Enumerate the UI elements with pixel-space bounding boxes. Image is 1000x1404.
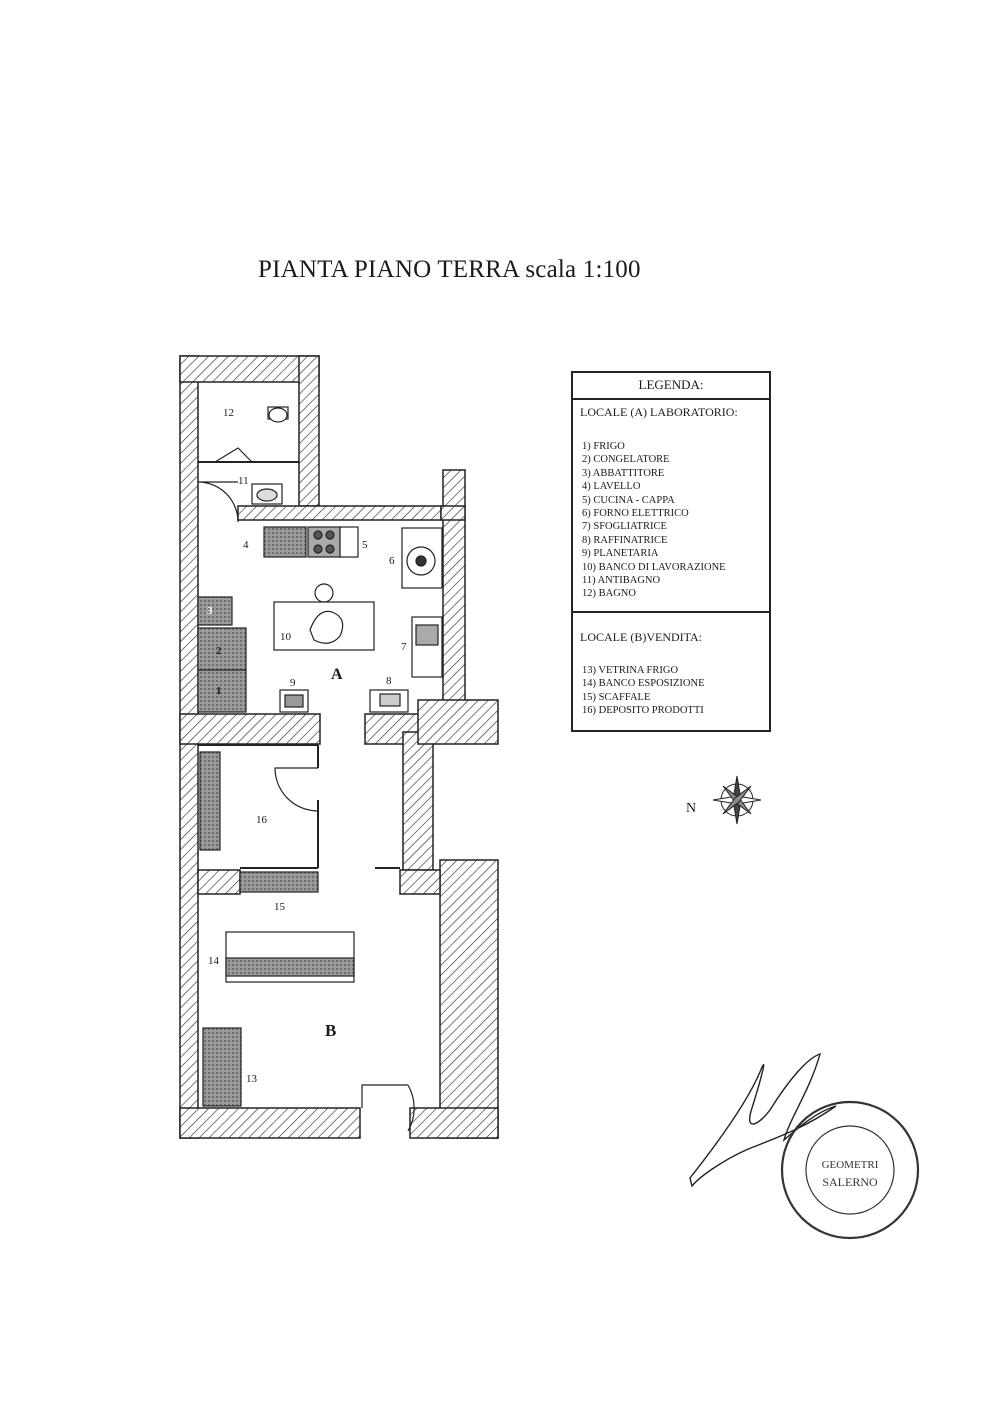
legend-item: 10) BANCO DI LAVORAZIONE xyxy=(582,561,726,573)
label-11: 11 xyxy=(238,475,249,487)
legend-item: 15) SCAFFALE xyxy=(582,691,651,703)
freezer-fixture xyxy=(197,627,247,671)
fixtures xyxy=(197,406,443,1107)
legend-item: 1) FRIGO xyxy=(582,441,625,452)
legend-item: 8) RAFFINATRICE xyxy=(582,534,668,546)
shelving-fixture xyxy=(239,871,319,893)
room-label-a: A xyxy=(331,666,343,683)
blast-chiller-fixture xyxy=(197,596,233,626)
legend-item: 4) LAVELLO xyxy=(582,481,641,493)
legend-section-a: LOCALE (A) LABORATORIO: xyxy=(580,405,738,419)
label-5: 5 xyxy=(362,539,368,551)
wall-left-outer xyxy=(179,355,199,1139)
label-1: 1 xyxy=(216,685,222,697)
professional-seal-stamp: GEOMETRI SALERNO xyxy=(780,1100,920,1240)
doors xyxy=(197,447,415,1132)
room-label-b: B xyxy=(325,1021,336,1040)
legend-section-b: LOCALE (B)VENDITA: xyxy=(580,630,703,644)
operator-icon xyxy=(309,610,344,644)
label-15: 15 xyxy=(274,901,286,913)
page-title: PIANTA PIANO TERRA scala 1:100 xyxy=(258,256,641,283)
sink-fixture xyxy=(263,526,307,558)
washbasin-icon xyxy=(251,483,283,505)
label-9: 9 xyxy=(290,677,296,689)
label-3: 3 xyxy=(207,605,213,617)
door-antibagno xyxy=(197,481,239,523)
legend-item: 9) PLANETARIA xyxy=(582,548,659,560)
stove-fixture xyxy=(307,526,341,558)
fixture-labels: 12 11 4 5 6 10 7 3 2 1 9 8 16 15 14 13 A… xyxy=(207,407,407,1085)
legend-item: 16) DEPOSITO PRODOTTI xyxy=(582,705,704,717)
svg-text:SALERNO: SALERNO xyxy=(822,1175,878,1189)
signature xyxy=(689,1052,837,1188)
label-8: 8 xyxy=(386,675,392,687)
label-13: 13 xyxy=(246,1073,258,1085)
label-10: 10 xyxy=(280,631,292,643)
legend-heading: LEGENDA: xyxy=(638,377,704,392)
north-label: N xyxy=(686,801,697,816)
storage-shelf-fixture xyxy=(199,751,221,851)
legend-item: 14) BANCO ESPOSIZIONE xyxy=(582,678,705,690)
svg-text:GEOMETRI: GEOMETRI xyxy=(822,1159,879,1171)
label-7: 7 xyxy=(401,641,407,653)
door-bagno xyxy=(214,447,253,463)
legend-item: 6) FORNO ELETTRICO xyxy=(582,508,689,520)
legend-item: 12) BAGNO xyxy=(582,588,636,600)
legend-item: 3) ABBATTITORE xyxy=(582,467,665,479)
fridge-fixture xyxy=(197,669,247,713)
legend-item: 11) ANTIBAGNO xyxy=(582,575,661,587)
label-4: 4 xyxy=(243,539,249,551)
door-deposito xyxy=(274,767,319,812)
label-12: 12 xyxy=(223,407,234,419)
label-2: 2 xyxy=(216,645,222,657)
legend-items-a: 1) FRIGO 2) CONGELATORE 3) ABBATTITORE 4… xyxy=(582,440,726,601)
legend-item: 13) VETRINA FRIGO xyxy=(582,665,679,676)
legend-item: 5) CUCINA - CAPPA xyxy=(582,494,675,506)
toilet-icon xyxy=(267,406,289,423)
legend-box: LEGENDA: LOCALE (A) LABORATORIO: 1) FRIG… xyxy=(571,371,771,732)
label-6: 6 xyxy=(389,555,395,567)
label-16: 16 xyxy=(256,814,268,826)
legend-items-b: 13) VETRINA FRIGO 14) BANCO ESPOSIZIONE … xyxy=(582,664,705,718)
label-14: 14 xyxy=(208,955,220,967)
door-entrance xyxy=(361,1084,415,1132)
compass-rose-icon xyxy=(712,775,762,825)
legend-item: 7) SFOGLIATRICE xyxy=(582,521,667,533)
legend-item: 2) CONGELATORE xyxy=(582,454,670,466)
walls xyxy=(179,355,499,1139)
fridge-showcase-fixture xyxy=(202,1027,242,1107)
